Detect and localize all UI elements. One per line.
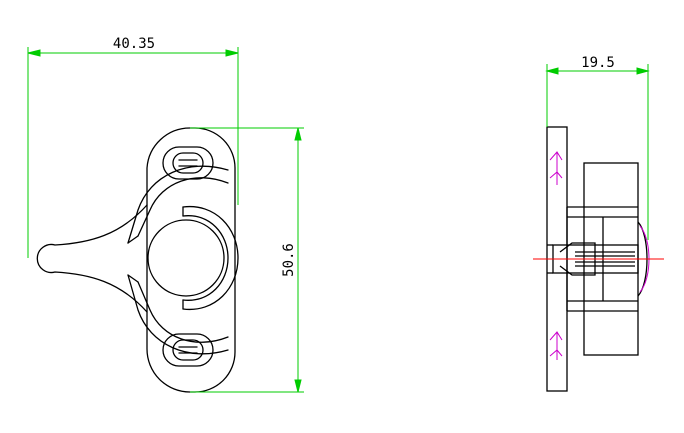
side-hidden-lines <box>549 151 650 360</box>
side-dimensions <box>545 64 650 240</box>
side-notch-bottom <box>127 274 139 283</box>
hidden-bottom-mark <box>549 331 563 360</box>
hidden-top-mark-2 <box>549 171 563 179</box>
top-mount-slot <box>162 146 214 180</box>
inner-clip-arc <box>182 215 229 301</box>
center-ring <box>147 219 225 297</box>
lever-tab <box>36 204 148 313</box>
front-dimensions <box>27 47 304 393</box>
side-width-arrow-left <box>545 67 559 75</box>
side-width-arrow-right <box>636 67 650 75</box>
front-view <box>36 127 239 393</box>
height-arrow-top <box>294 127 302 141</box>
outer-clip-arc <box>182 205 239 311</box>
front-height-label: 50.6 <box>281 243 297 277</box>
side-width-label: 19.5 <box>581 55 615 71</box>
width-arrow-right <box>225 49 239 57</box>
spring-arm-inner-bottom <box>137 281 229 343</box>
spring-arm-inner-top <box>137 177 229 237</box>
side-notch-top <box>127 235 139 244</box>
front-width-label: 40.35 <box>113 36 155 52</box>
bottom-mount-slot <box>162 333 214 367</box>
spring-arm-outer-top <box>127 165 229 244</box>
height-arrow-bottom <box>294 379 302 393</box>
width-arrow-left <box>27 49 41 57</box>
hidden-top-mark <box>549 151 563 185</box>
spring-arm-outer-bottom <box>127 274 229 355</box>
hidden-bottom-mark-2 <box>549 349 563 357</box>
